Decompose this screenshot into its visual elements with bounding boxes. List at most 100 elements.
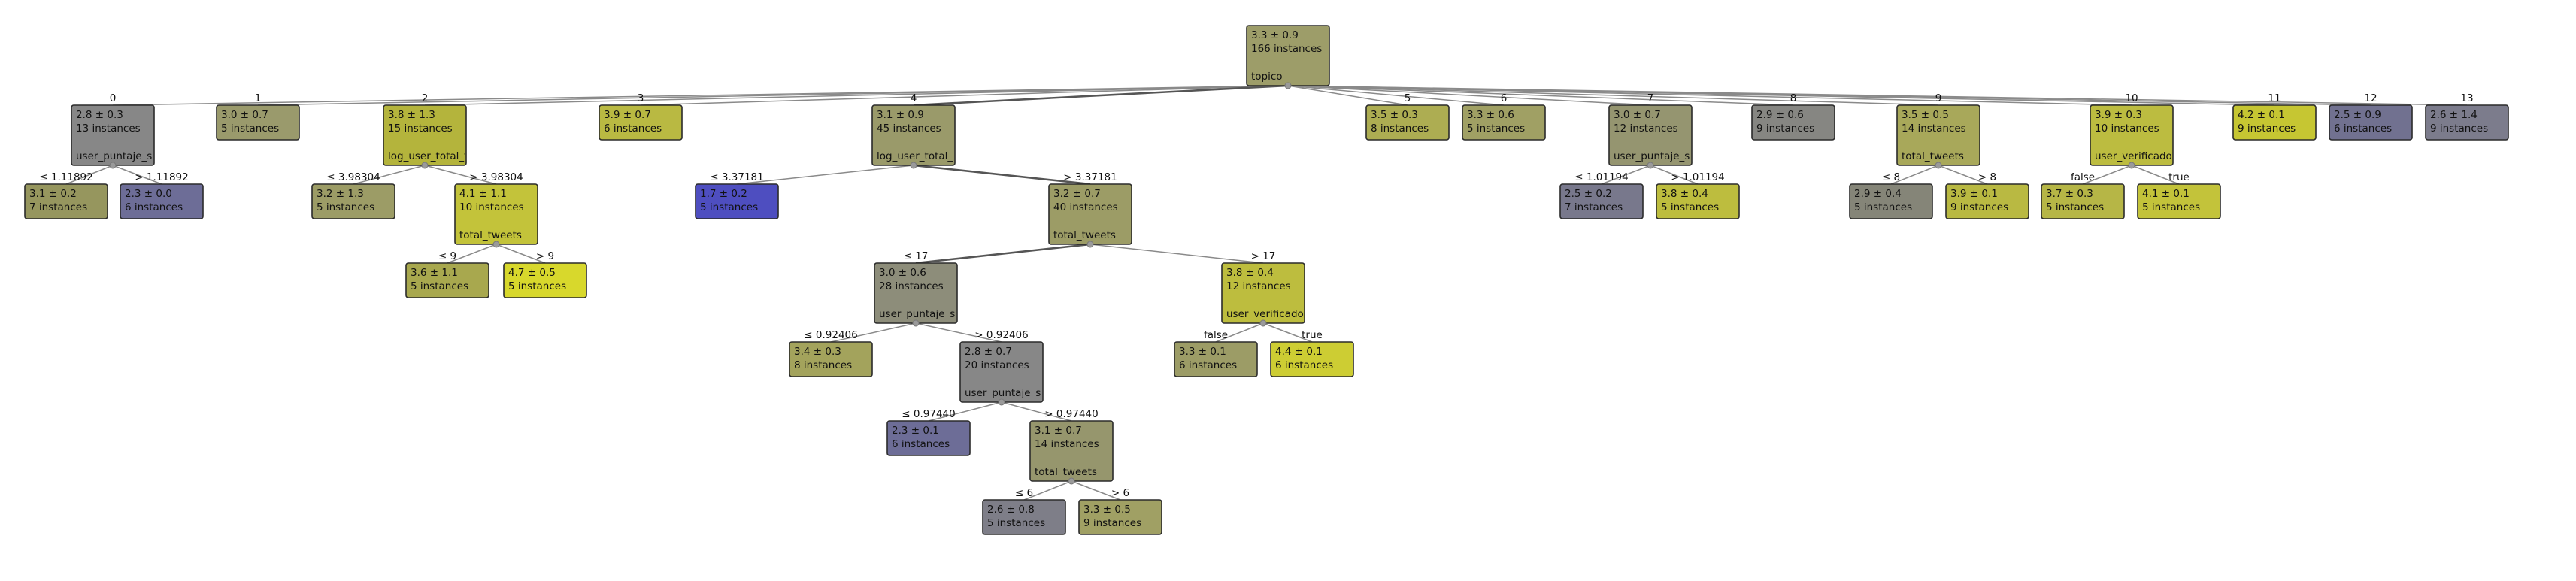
tree-node-t10b[interactable]: 4.1 ± 0.15 instances xyxy=(2137,183,2221,219)
node-box xyxy=(2425,104,2509,141)
edge-label: > 1.01194 xyxy=(1671,171,1724,183)
tree-node-t12[interactable]: 2.5 ± 0.96 instances xyxy=(2329,104,2413,141)
node-instance-count: 13 instances xyxy=(76,123,141,135)
tree-node-t4a[interactable]: 1.7 ± 0.25 instances xyxy=(695,183,779,219)
tree-node-t7b[interactable]: 3.8 ± 0.45 instances xyxy=(1656,183,1740,219)
node-instance-count: 5 instances xyxy=(2142,201,2200,213)
edge-label: > 17 xyxy=(1251,250,1276,262)
node-split-attribute: topico xyxy=(1251,71,1283,83)
edge-label: true xyxy=(2168,171,2190,183)
split-port xyxy=(1284,82,1292,89)
tree-node-t4b1b2b[interactable]: 3.3 ± 0.59 instances xyxy=(1078,499,1162,535)
edge-root-t5 xyxy=(1287,85,1408,106)
node-box xyxy=(2041,183,2125,219)
edge-label: 6 xyxy=(1501,92,1508,104)
edge-t4-t4a xyxy=(736,165,914,185)
node-instance-count: 40 instances xyxy=(1053,201,1118,213)
tree-node-t3[interactable]: 3.9 ± 0.76 instances xyxy=(599,104,683,141)
split-port xyxy=(1935,162,1942,169)
node-box xyxy=(2232,104,2317,141)
node-prediction: 4.7 ± 0.5 xyxy=(508,267,556,279)
split-port xyxy=(1086,241,1094,248)
node-split-attribute: total_tweets xyxy=(1035,466,1097,478)
node-prediction: 3.7 ± 0.3 xyxy=(2046,188,2093,200)
node-box xyxy=(599,104,683,141)
tree-node-t2b2[interactable]: 4.7 ± 0.55 instances xyxy=(503,262,587,298)
tree-node-t10a[interactable]: 3.7 ± 0.35 instances xyxy=(2041,183,2125,219)
tree-node-t9a[interactable]: 2.9 ± 0.45 instances xyxy=(1849,183,1933,219)
split-port xyxy=(1647,162,1654,169)
edge-label: ≤ 3.37181 xyxy=(710,171,763,183)
edge-label: 0 xyxy=(110,92,117,104)
node-prediction: 3.5 ± 0.3 xyxy=(1371,109,1418,121)
node-prediction: 3.1 ± 0.9 xyxy=(877,109,924,121)
edge-label: > 0.92406 xyxy=(974,329,1028,341)
tree-node-t13[interactable]: 2.6 ± 1.49 instances xyxy=(2425,104,2509,141)
edge-label: 1 xyxy=(255,92,262,104)
tree-node-t4b2b[interactable]: 4.4 ± 0.16 instances xyxy=(1270,341,1354,377)
edge-root-t3 xyxy=(640,85,1289,106)
node-instance-count: 8 instances xyxy=(1371,123,1429,135)
edge-layer xyxy=(65,84,2468,501)
tree-node-t8[interactable]: 2.9 ± 0.69 instances xyxy=(1751,104,1835,141)
edge-t7-t7a xyxy=(1601,165,1651,185)
edge-label: 13 xyxy=(2460,92,2473,104)
node-prediction: 3.2 ± 1.3 xyxy=(317,188,364,200)
tree-node-t2[interactable]: 3.8 ± 1.315 instanceslog_user_total_foll… xyxy=(383,104,510,169)
edge-label: 12 xyxy=(2364,92,2377,104)
node-box xyxy=(2329,104,2413,141)
tree-node-t7a[interactable]: 2.5 ± 0.27 instances xyxy=(1559,183,1644,219)
tree-node-t11[interactable]: 4.2 ± 0.19 instances xyxy=(2232,104,2317,141)
node-instance-count: 9 instances xyxy=(1756,123,1814,135)
tree-node-t9b[interactable]: 3.9 ± 0.19 instances xyxy=(1945,183,2029,219)
tree-node-t4b1a[interactable]: 3.4 ± 0.38 instances xyxy=(789,341,873,377)
tree-node-t5[interactable]: 3.5 ± 0.3 8 instances xyxy=(1365,104,1450,141)
tree-node-t2b1[interactable]: 3.6 ± 1.15 instances xyxy=(405,262,489,298)
tree-node-t2a[interactable]: 3.2 ± 1.35 instances xyxy=(311,183,395,219)
edge-t0-t0a xyxy=(65,165,114,185)
node-instance-count: 9 instances xyxy=(1950,201,2008,213)
split-port xyxy=(998,398,1005,406)
node-prediction: 2.3 ± 0.0 xyxy=(125,188,172,200)
tree-node-t4[interactable]: 3.1 ± 0.945 instanceslog_user_total_foll… xyxy=(871,104,999,169)
tree-node-t4b2a[interactable]: 3.3 ± 0.16 instances xyxy=(1174,341,1258,377)
node-prediction: 3.5 ± 0.5 xyxy=(1902,109,1949,121)
tree-node-t0b[interactable]: 2.3 ± 0.06 instances xyxy=(120,183,204,219)
edge-root-t9 xyxy=(1287,85,1939,106)
node-instance-count: 6 instances xyxy=(892,438,950,450)
node-prediction: 3.6 ± 1.1 xyxy=(411,267,458,279)
node-instance-count: 5 instances xyxy=(1661,201,1719,213)
node-instance-count: 12 instances xyxy=(1226,280,1291,292)
edge-label: > 0.97440 xyxy=(1044,408,1098,420)
tree-node-t4b1b1[interactable]: 2.3 ± 0.16 instances xyxy=(886,420,971,456)
node-instance-count: 6 instances xyxy=(2334,123,2392,135)
edge-t2-t2b xyxy=(424,165,497,185)
tree-node-t4b1b2a[interactable]: 2.6 ± 0.85 instances xyxy=(982,499,1066,535)
tree-node-t0a[interactable]: 3.1 ± 0.27 instances xyxy=(24,183,108,219)
node-prediction: 3.1 ± 0.2 xyxy=(29,188,77,200)
tree-node-t1[interactable]: 3.0 ± 0.75 instances xyxy=(216,104,300,141)
edge-t4b-t4b1 xyxy=(915,243,1091,265)
edge-label: 8 xyxy=(1790,92,1797,104)
edge-t4b1b2-t4b1b2b xyxy=(1071,480,1121,501)
tree-node-t6[interactable]: 3.3 ± 0.65 instances xyxy=(1462,104,1546,141)
node-prediction: 2.9 ± 0.4 xyxy=(1854,188,1902,200)
node-split-attribute: user_puntaje_sigs xyxy=(879,308,970,320)
edge-root-t2 xyxy=(424,85,1289,106)
node-box xyxy=(120,183,204,219)
node-prediction: 3.9 ± 0.1 xyxy=(1950,188,1998,200)
node-box xyxy=(311,183,395,219)
edge-t2b-t2b2 xyxy=(496,244,546,264)
